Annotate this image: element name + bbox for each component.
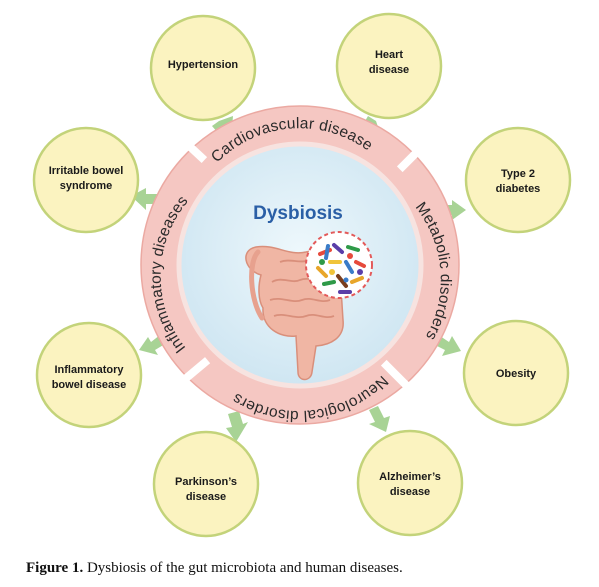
- disease-label: disease: [369, 64, 409, 76]
- caption-label: Figure 1.: [26, 560, 84, 576]
- dysbiosis-diagram: Cardiovascular disease Metabolic disorde…: [32, 12, 572, 538]
- arrow-ibs: [131, 188, 160, 210]
- disease-obesity: Obesity: [462, 319, 570, 427]
- disease-diabetes: Type 2 diabetes: [464, 126, 572, 234]
- disease-ibd: Inflammatory bowel disease: [35, 321, 143, 429]
- center-title: Dysbiosis: [253, 203, 343, 224]
- disease-label: Hypertension: [168, 59, 239, 71]
- disease-label: bowel disease: [52, 379, 127, 391]
- caption-text: Dysbiosis of the gut microbiota and huma…: [83, 560, 403, 576]
- arrow-ibd: [139, 335, 165, 355]
- disease-label: Alzheimer’s: [379, 471, 441, 483]
- disease-hypertension: Hypertension: [149, 14, 257, 122]
- disease-label: disease: [186, 491, 226, 503]
- disease-heart: Heart disease: [335, 12, 443, 120]
- disease-label: Inflammatory: [54, 364, 124, 376]
- disease-label: Obesity: [496, 368, 537, 380]
- disease-label: Parkinson’s: [175, 476, 237, 488]
- disease-label: Irritable bowel: [49, 165, 124, 177]
- figure-caption: Figure 1. Dysbiosis of the gut microbiot…: [26, 560, 596, 577]
- disease-parkinsons: Parkinson’s disease: [152, 430, 260, 538]
- disease-label: disease: [390, 486, 430, 498]
- ring-dividers: [178, 135, 426, 389]
- arrow-parkinsons: [226, 411, 248, 442]
- microbes-icon: [305, 231, 373, 299]
- arrow-obesity: [435, 336, 461, 356]
- disease-label: Type 2: [501, 168, 535, 180]
- disease-ibs: Irritable bowel syndrome: [32, 126, 140, 234]
- arrow-alzheimers: [369, 406, 390, 432]
- disease-label: diabetes: [496, 183, 541, 195]
- disease-alzheimers: Alzheimer’s disease: [356, 429, 464, 537]
- disease-label: syndrome: [60, 180, 113, 192]
- disease-label: Heart: [375, 49, 403, 61]
